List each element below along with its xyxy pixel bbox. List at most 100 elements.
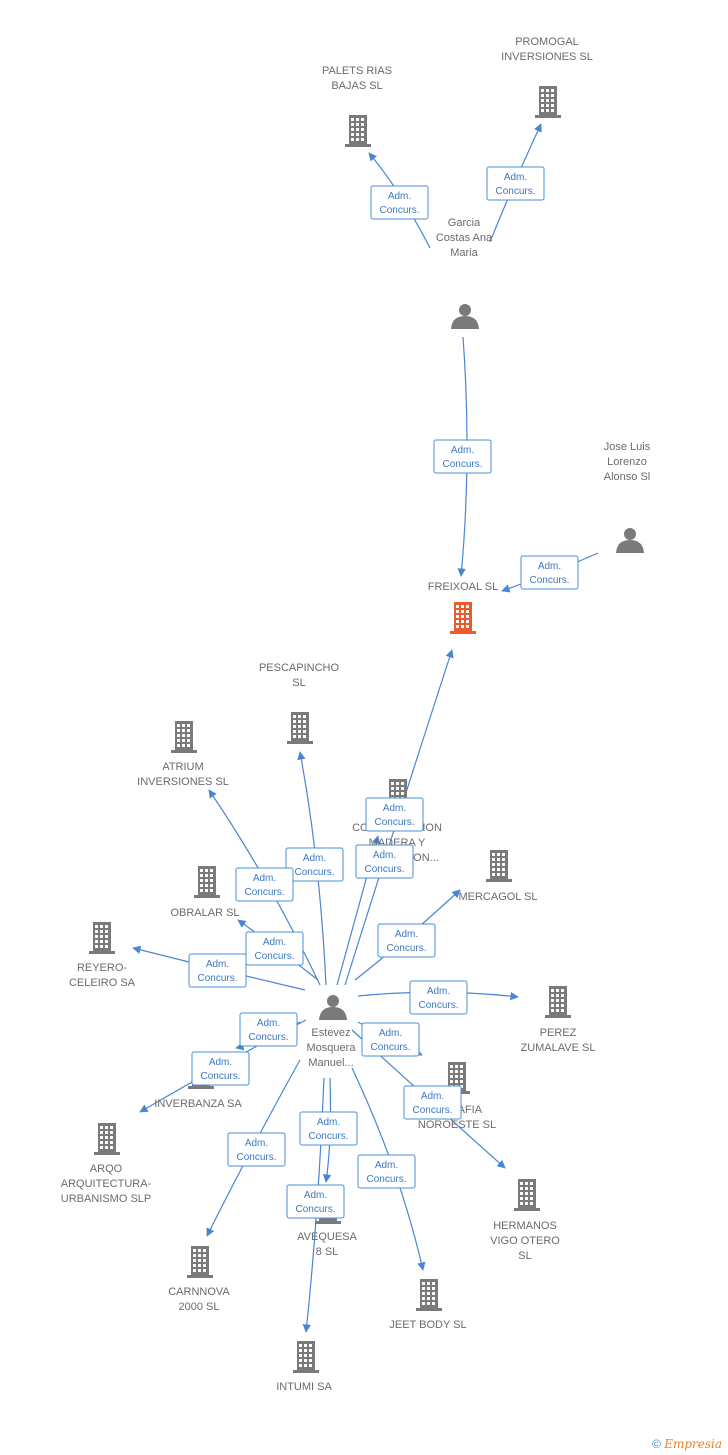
edge-label-estevez-to-intumi[interactable]: Adm.Concurs. bbox=[286, 1184, 345, 1219]
footer-brand: © Empresia bbox=[652, 1437, 722, 1451]
edge-label-estevez-to-jeetbody[interactable]: Adm. Concurs. bbox=[357, 1154, 416, 1189]
edge-label-line: Concurs. bbox=[244, 887, 284, 898]
node-atrium[interactable]: ATRIUM INVERSIONES SL bbox=[137, 721, 229, 788]
node-mercagol[interactable]: MERCAGOL SL bbox=[458, 850, 538, 903]
node-label: Costas Ana bbox=[436, 232, 493, 244]
edge-label-line: Adm. bbox=[209, 1057, 232, 1068]
edge-label-line: Concurs. bbox=[374, 817, 414, 828]
edge-label-line: Concurs. bbox=[236, 1152, 276, 1163]
edge-label-estevez-to-pescapincho[interactable]: Adm.Concurs. bbox=[285, 847, 344, 882]
edge-label-line: Adm. bbox=[395, 929, 418, 940]
edge-label-line: Adm. bbox=[257, 1018, 280, 1029]
edge-label-line: Adm. bbox=[375, 1160, 398, 1171]
node-label: Mosquera bbox=[307, 1042, 357, 1054]
person-icon bbox=[319, 995, 347, 1020]
edge-label-line: Adm. bbox=[388, 191, 411, 202]
node-label: 8 SL bbox=[316, 1246, 339, 1258]
node-label: VIGO OTERO bbox=[490, 1235, 560, 1247]
node-estevez[interactable]: EstevezMosqueraManuel... bbox=[307, 995, 357, 1069]
node-label: 2000 SL bbox=[179, 1301, 220, 1313]
node-obralar[interactable]: OBRALAR SL bbox=[170, 866, 240, 919]
node-label: Estevez bbox=[311, 1027, 350, 1039]
building-icon bbox=[416, 1279, 442, 1311]
edge-label-garcia-to-freixoal[interactable]: Adm. Concurs. bbox=[433, 439, 492, 474]
edge-label-estevez-to-carnnova[interactable]: Adm.Concurs. bbox=[227, 1132, 286, 1167]
node-label: INTUMI SA bbox=[276, 1381, 332, 1393]
edge-label-estevez-to-arqo[interactable]: Adm. Concurs. bbox=[239, 1012, 298, 1047]
node-label: PEREZ bbox=[540, 1027, 577, 1039]
edge-label-line: Concurs. bbox=[197, 973, 237, 984]
edge-label-garcia-to-promogal[interactable]: Adm.Concurs. bbox=[486, 166, 545, 201]
node-label: Manuel... bbox=[308, 1057, 353, 1069]
node-label: OBRALAR SL bbox=[170, 907, 239, 919]
node-label: SL bbox=[518, 1250, 531, 1262]
node-jeetbody[interactable]: JEET BODY SL bbox=[389, 1279, 467, 1331]
node-label: PROMOGAL bbox=[515, 36, 579, 48]
node-hermanos[interactable]: HERMANOS VIGO OTERO SL bbox=[490, 1179, 560, 1262]
edge-label-line: Adm. bbox=[206, 959, 229, 970]
building-icon bbox=[450, 602, 476, 634]
edge-label-line: Concurs. bbox=[418, 1000, 458, 1011]
edge-label-line: Concurs. bbox=[495, 186, 535, 197]
edge-label-estevez-to-mercagol[interactable]: Adm. Concurs. bbox=[377, 923, 436, 958]
edge-label-line: Concurs. bbox=[248, 1032, 288, 1043]
brand-logo: Empresia bbox=[664, 1437, 722, 1451]
edge-label-line: Concurs. bbox=[442, 459, 482, 470]
node-intumi[interactable]: INTUMI SA bbox=[276, 1341, 332, 1393]
node-label: FREIXOAL SL bbox=[428, 581, 499, 593]
node-label: INVERBANZA SA bbox=[154, 1098, 242, 1110]
edge-label-line: Concurs. bbox=[379, 205, 419, 216]
node-freixoal[interactable]: FREIXOAL SL bbox=[428, 581, 499, 634]
node-label: SL bbox=[292, 677, 305, 689]
building-icon bbox=[287, 712, 313, 744]
node-label: INVERSIONES SL bbox=[501, 51, 593, 63]
edge-label-line: Adm. bbox=[263, 937, 286, 948]
edge-label-estevez-to-construccion[interactable]: Adm.Concurs. bbox=[355, 844, 414, 879]
node-label: HERMANOS bbox=[493, 1220, 557, 1232]
edge-label-estevez-to-atrium[interactable]: Adm.Concurs. bbox=[235, 867, 294, 902]
node-label: PALETS RIAS bbox=[322, 65, 392, 77]
node-label: URBANISMO SLP bbox=[61, 1193, 151, 1205]
edge-label-estevez-to-reyero[interactable]: Adm. Concurs. bbox=[188, 953, 247, 988]
edge-label-line: Adm. bbox=[538, 561, 561, 572]
edge-label-estevez-to-obralar[interactable]: Adm.Concurs. bbox=[245, 931, 304, 966]
edge-label-line: Concurs. bbox=[308, 1131, 348, 1142]
edge-label-line: Adm. bbox=[451, 445, 474, 456]
person-icon bbox=[451, 304, 479, 329]
node-label: NOROESTE SL bbox=[418, 1119, 496, 1131]
edge-label-line: Concurs. bbox=[364, 864, 404, 875]
node-carnnova[interactable]: CARNNOVA 2000 SL bbox=[168, 1246, 230, 1313]
node-label: INVERSIONES SL bbox=[137, 776, 229, 788]
edge-label-estevez-to-grafia[interactable]: Adm.Concurs. bbox=[361, 1022, 420, 1057]
edge-label-jose-to-freixoal[interactable]: Adm. Concurs. bbox=[520, 555, 579, 590]
node-reyero[interactable]: REYERO-CELEIRO SA bbox=[69, 922, 136, 989]
copyright-symbol: © bbox=[652, 1437, 661, 1451]
edge-label-estevez-to-freixoal[interactable]: Adm.Concurs. bbox=[365, 797, 424, 832]
edge-label-line: Adm. bbox=[427, 986, 450, 997]
edge-label-estevez-to-avequesa[interactable]: Adm.Concurs. bbox=[299, 1111, 358, 1146]
edge-label-line: Concurs. bbox=[386, 943, 426, 954]
node-label: ARQUITECTURA- bbox=[61, 1178, 152, 1190]
node-label: CARNNOVA bbox=[168, 1286, 230, 1298]
edge-label-estevez-to-hermanos[interactable]: Adm.Concurs. bbox=[403, 1085, 462, 1120]
edge-label-line: Concurs. bbox=[529, 575, 569, 586]
edge-label-estevez-to-perez[interactable]: Adm. Concurs. bbox=[409, 980, 468, 1015]
edge-label-garcia-to-palets[interactable]: Adm. Concurs. bbox=[370, 185, 429, 220]
node-label: Garcia bbox=[448, 217, 481, 229]
edge-label-line: Concurs. bbox=[366, 1174, 406, 1185]
edge-label-line: Concurs. bbox=[200, 1071, 240, 1082]
edge-label-estevez-to-inverbanza[interactable]: Adm. Concurs. bbox=[191, 1051, 250, 1086]
edge-label-line: Adm. bbox=[379, 1028, 402, 1039]
node-label: AVEQUESA bbox=[297, 1231, 357, 1243]
node-label: ATRIUM bbox=[162, 761, 203, 773]
building-icon bbox=[293, 1341, 319, 1373]
node-promogal[interactable]: PROMOGAL INVERSIONES SL bbox=[501, 36, 593, 118]
edge-label-line: Concurs. bbox=[294, 867, 334, 878]
